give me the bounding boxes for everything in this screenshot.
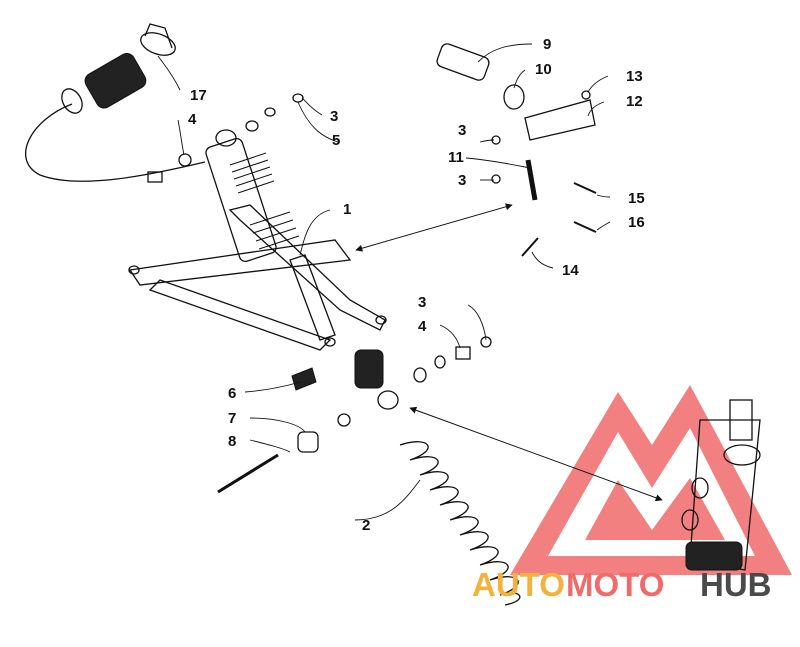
callout-7: 7	[228, 410, 236, 427]
leader-lines	[157, 43, 611, 521]
small-parts	[147, 93, 492, 494]
callout-13: 13	[626, 68, 643, 85]
callout-labels: 1 2 3 3 3 3 4 4 5 6 7 8 9 10 11 12 13 14…	[188, 36, 645, 534]
reservoir-17	[24, 23, 206, 182]
watermark-moto: MOTO	[566, 566, 664, 603]
callout-15: 15	[628, 190, 645, 207]
callout-2: 2	[362, 517, 370, 534]
callout-8: 8	[228, 433, 236, 450]
callout-14: 14	[562, 262, 579, 279]
callout-5: 5	[332, 132, 340, 149]
callout-3-right-top: 3	[458, 122, 466, 139]
callout-3-lower: 3	[418, 294, 426, 311]
linkage	[436, 43, 597, 257]
callout-3-upper-left: 3	[330, 108, 338, 125]
bracket	[681, 399, 761, 571]
callout-10: 10	[535, 61, 552, 78]
callout-3-right-mid: 3	[458, 172, 466, 189]
a-arm	[128, 204, 387, 351]
watermark-hub: HUB	[700, 566, 772, 603]
callout-11: 11	[448, 149, 464, 166]
callout-1: 1	[343, 201, 351, 218]
callout-16: 16	[628, 214, 645, 231]
watermark-auto: AUTO	[472, 566, 565, 603]
arrows	[355, 203, 663, 502]
watermark-logo	[510, 385, 792, 575]
callout-6: 6	[228, 385, 236, 402]
callout-9: 9	[543, 36, 551, 53]
callout-4-lower: 4	[418, 318, 427, 335]
shock-absorber-1	[205, 129, 399, 410]
callout-4-upper: 4	[188, 111, 197, 128]
callout-17: 17	[190, 87, 207, 104]
callout-12: 12	[626, 93, 643, 110]
watermark-text: AUTO MOTO HUB	[472, 566, 772, 603]
